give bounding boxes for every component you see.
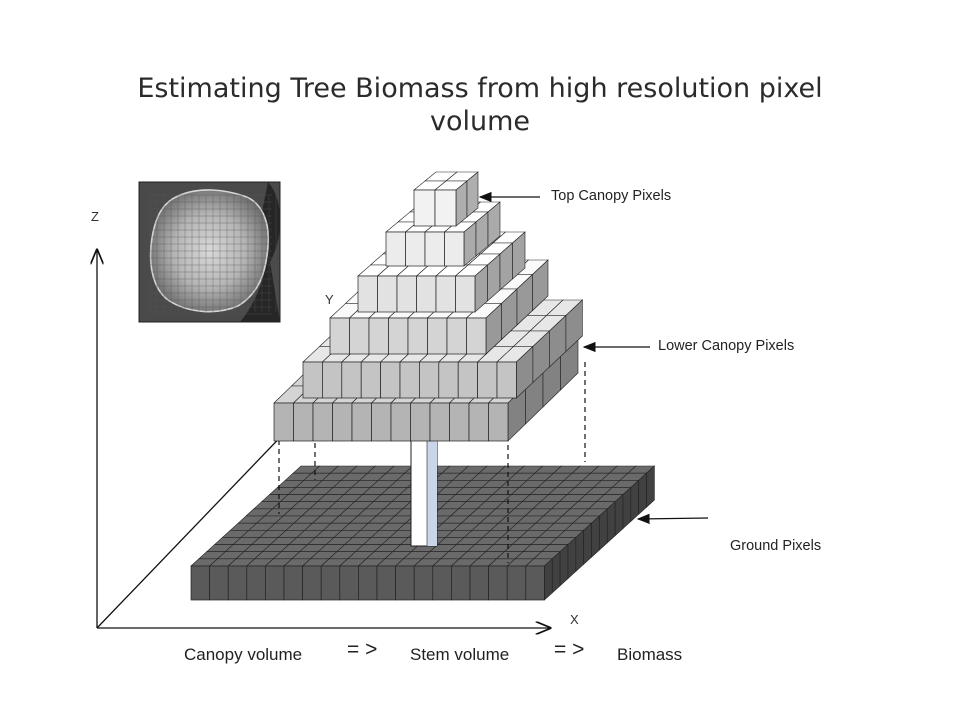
formula-stem-volume: Stem volume bbox=[410, 645, 510, 664]
top-canopy-label: Top Canopy Pixels bbox=[551, 188, 672, 204]
stem bbox=[410, 427, 438, 547]
z-axis-label: Z bbox=[91, 209, 99, 224]
canopy-image-inset bbox=[138, 181, 281, 323]
ground-arrow bbox=[636, 513, 709, 525]
formula-arrow-1: = > bbox=[347, 638, 378, 661]
formula-biomass: Biomass bbox=[617, 645, 683, 664]
callout-arrows bbox=[478, 191, 709, 525]
lower-canopy-label: Lower Canopy Pixels bbox=[658, 338, 795, 354]
canopy-layer-6 bbox=[413, 171, 479, 227]
ground-label: Ground Pixels bbox=[730, 538, 822, 554]
x-axis-label: X bbox=[570, 612, 579, 627]
formula-arrow-2: = > bbox=[554, 638, 585, 661]
slide-title: Estimating Tree Biomass from high resolu… bbox=[137, 73, 823, 137]
canopy-pixels bbox=[273, 171, 584, 442]
y-axis-label: Y bbox=[325, 292, 334, 307]
formula-canopy-volume: Canopy volume bbox=[184, 645, 303, 664]
